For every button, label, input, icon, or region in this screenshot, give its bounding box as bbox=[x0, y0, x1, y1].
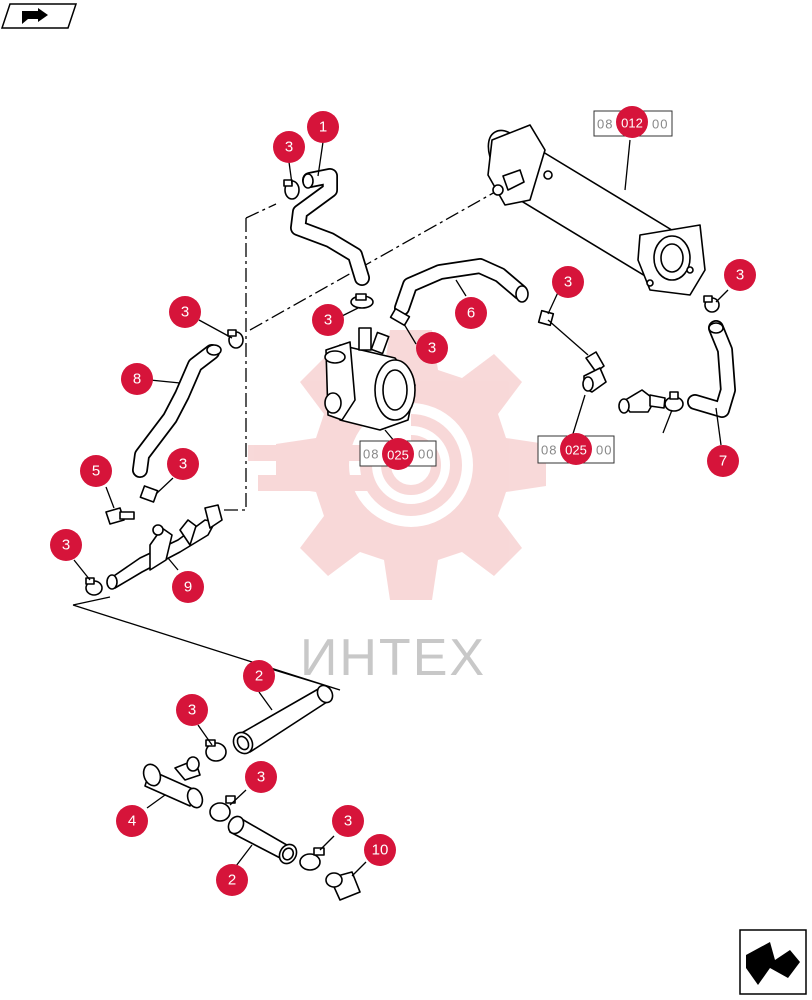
svg-text:3: 3 bbox=[564, 274, 572, 291]
svg-text:012: 012 bbox=[621, 116, 643, 131]
connection-lines bbox=[72, 191, 496, 691]
svg-text:3: 3 bbox=[285, 139, 293, 156]
svg-text:3: 3 bbox=[344, 813, 352, 830]
callout-3[interactable]: 3 bbox=[724, 259, 756, 291]
callout-3[interactable]: 3 bbox=[332, 805, 364, 837]
tee-fitting bbox=[142, 756, 204, 809]
back-nav-button[interactable] bbox=[0, 3, 78, 29]
callout-6[interactable]: 6 bbox=[455, 297, 487, 329]
hose-1 bbox=[290, 168, 370, 286]
hose-8 bbox=[132, 344, 222, 478]
elbow-fittings bbox=[582, 351, 666, 414]
svg-text:025: 025 bbox=[565, 443, 587, 458]
svg-text:025: 025 bbox=[387, 448, 409, 463]
egr-cooler bbox=[487, 124, 706, 296]
next-page-button[interactable] bbox=[739, 929, 807, 995]
callout-4[interactable]: 4 bbox=[116, 805, 148, 837]
end-cap bbox=[325, 871, 361, 901]
svg-text:3: 3 bbox=[257, 769, 265, 786]
svg-text:3: 3 bbox=[428, 340, 436, 357]
svg-text:10: 10 bbox=[372, 842, 389, 859]
svg-text:2: 2 bbox=[228, 872, 236, 889]
svg-text:3: 3 bbox=[188, 702, 196, 719]
svg-text:00: 00 bbox=[652, 117, 668, 132]
hose-7 bbox=[687, 320, 736, 418]
svg-text:1: 1 bbox=[319, 119, 327, 136]
svg-text:3: 3 bbox=[181, 304, 189, 321]
reference-box-025-center[interactable]: 08 025 00 bbox=[359, 438, 437, 470]
next-page-arrow-icon bbox=[746, 942, 800, 985]
callout-3[interactable]: 3 bbox=[176, 694, 208, 726]
svg-text:08: 08 bbox=[541, 443, 557, 458]
callout-3[interactable]: 3 bbox=[416, 332, 448, 364]
arrow-pointing-hand-icon bbox=[22, 8, 48, 24]
watermark-text: ИНТЕХ bbox=[300, 629, 486, 687]
svg-text:4: 4 bbox=[128, 813, 136, 830]
reference-box-025-right[interactable]: 08 025 00 bbox=[537, 433, 615, 465]
callout-3[interactable]: 3 bbox=[273, 131, 305, 163]
callout-5[interactable]: 5 bbox=[80, 455, 112, 487]
svg-text:08: 08 bbox=[363, 447, 379, 462]
bolt-5 bbox=[105, 507, 135, 525]
oil-cooler bbox=[324, 327, 416, 431]
callout-9[interactable]: 9 bbox=[172, 571, 204, 603]
leader-lines bbox=[73, 139, 729, 877]
svg-text:00: 00 bbox=[596, 443, 612, 458]
svg-text:8: 8 bbox=[133, 371, 141, 388]
svg-text:08: 08 bbox=[597, 117, 613, 132]
svg-text:3: 3 bbox=[62, 537, 70, 554]
svg-text:00: 00 bbox=[418, 447, 434, 462]
callout-3[interactable]: 3 bbox=[245, 761, 277, 793]
svg-text:9: 9 bbox=[184, 579, 192, 596]
reference-box-012[interactable]: 08 012 00 bbox=[593, 106, 673, 138]
callout-7[interactable]: 7 bbox=[707, 445, 739, 477]
bracket-assembly bbox=[106, 504, 223, 590]
tube-upper bbox=[232, 684, 334, 755]
svg-text:3: 3 bbox=[179, 456, 187, 473]
callout-10[interactable]: 10 bbox=[364, 834, 396, 866]
hose-clamps bbox=[85, 179, 720, 596]
callout-2[interactable]: 2 bbox=[243, 660, 275, 692]
svg-text:5: 5 bbox=[92, 463, 100, 480]
callout-3[interactable]: 3 bbox=[552, 266, 584, 298]
callout-2[interactable]: 2 bbox=[216, 864, 248, 896]
svg-text:3: 3 bbox=[736, 267, 744, 284]
callout-3[interactable]: 3 bbox=[50, 529, 82, 561]
hose-6 bbox=[394, 258, 529, 316]
callout-3[interactable]: 3 bbox=[312, 304, 344, 336]
callout-3[interactable]: 3 bbox=[167, 448, 199, 480]
callout-3[interactable]: 3 bbox=[169, 296, 201, 328]
svg-text:6: 6 bbox=[467, 305, 475, 322]
svg-text:3: 3 bbox=[324, 312, 332, 329]
callout-1[interactable]: 1 bbox=[307, 111, 339, 143]
callout-8[interactable]: 8 bbox=[121, 363, 153, 395]
svg-text:2: 2 bbox=[255, 668, 263, 685]
svg-text:7: 7 bbox=[719, 453, 727, 470]
tube-lower bbox=[227, 815, 298, 865]
